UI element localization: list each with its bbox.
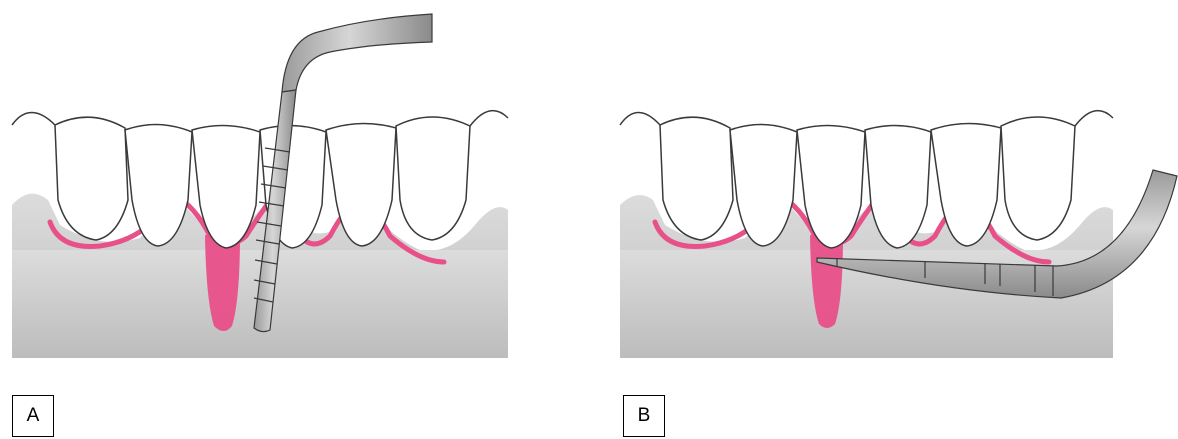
tooth-1	[55, 117, 128, 240]
tooth-edge-left	[12, 113, 55, 126]
tooth-6	[1001, 117, 1075, 240]
panel-label-b: B	[623, 395, 665, 437]
tooth-1	[660, 117, 733, 240]
tooth-6	[396, 117, 470, 240]
panel-a-illustration	[0, 0, 520, 370]
panel-label-a: A	[12, 395, 54, 437]
tooth-edge-right	[470, 111, 508, 126]
panel-b-illustration	[605, 0, 1178, 370]
tooth-edge-right	[1075, 111, 1113, 126]
tooth-edge-left	[620, 113, 660, 126]
